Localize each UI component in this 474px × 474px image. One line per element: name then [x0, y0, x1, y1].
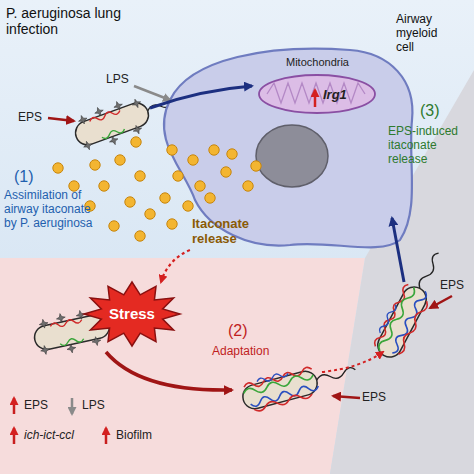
- step-number: (2): [228, 322, 248, 340]
- itaconate-dot: [109, 221, 119, 231]
- mitochondrion: MitochondriaIrg1: [255, 54, 380, 116]
- bacterial-zone: [0, 258, 365, 474]
- itaconate-dot: [173, 171, 183, 181]
- itaconate-dot: [251, 161, 261, 171]
- up-arrow: [314, 90, 317, 107]
- signal-arrow: [150, 86, 252, 108]
- cell-outline: [150, 40, 420, 250]
- mitochondrion-membrane: [259, 75, 375, 113]
- figure-title: P. aeruginosa lung infection: [6, 5, 126, 37]
- step-number: (1): [14, 168, 34, 186]
- bacterium: [370, 245, 452, 362]
- cell-membrane: [164, 49, 412, 248]
- eps-label: EPS: [362, 390, 386, 404]
- itaconate-dot: [243, 181, 253, 191]
- up-arrow: [13, 428, 16, 444]
- trait-label: Biofilm: [116, 428, 152, 442]
- itaconate-dot: [135, 231, 145, 241]
- eps-arrow: [430, 296, 452, 308]
- itaconate-dot: [53, 163, 63, 173]
- itaconate-dot: [195, 181, 205, 191]
- itaconate-dot: [221, 167, 231, 177]
- step-text: Adaptation: [212, 344, 269, 358]
- itaconate-dot: [188, 155, 198, 165]
- lps-label: LPS: [106, 72, 129, 86]
- itaconate-dot: [183, 201, 193, 211]
- down-arrow: [71, 398, 74, 414]
- step-text: Assimilation of airway itaconate by P. a…: [4, 188, 106, 230]
- signal-arrow: [392, 218, 404, 282]
- cell-label: Airway myeloid cell: [396, 12, 456, 54]
- itaconate-dot: [160, 193, 170, 203]
- eps-label: EPS: [18, 110, 42, 124]
- itaconate-dot: [167, 145, 177, 155]
- stress-burst-shape: [84, 282, 180, 346]
- trait-label: EPS: [24, 398, 48, 412]
- gene-label: Irg1: [323, 87, 347, 102]
- eps-arrow: [48, 118, 74, 121]
- gene-cluster-label: ich-ict-ccl: [24, 428, 74, 442]
- up-arrow: [13, 398, 16, 414]
- step-number: (3): [420, 102, 440, 120]
- itaconate-dot: [167, 219, 177, 229]
- myeloid-cell: Airway myeloid cellMitochondriaIrg1: [150, 40, 420, 250]
- organelle-label: Mitochondria: [255, 56, 380, 69]
- nucleus: [256, 125, 328, 187]
- itaconate-dot: [115, 155, 125, 165]
- itaconate-dot: [135, 171, 145, 181]
- itaconate-dot: [125, 197, 135, 207]
- eps-arrow: [333, 396, 360, 398]
- itaconate-dot: [145, 209, 155, 219]
- trait-label: LPS: [82, 398, 105, 412]
- dotted-connector: [161, 250, 190, 282]
- step-text: EPS-induced itaconate release: [388, 124, 470, 166]
- up-arrow: [105, 428, 108, 444]
- itaconate-dot: [205, 193, 215, 203]
- lps-arrow: [134, 86, 170, 100]
- stress-label: Stress: [84, 305, 180, 322]
- itaconate-dot: [90, 160, 100, 170]
- eps-label: EPS: [440, 278, 464, 292]
- itaconate-dot: [227, 149, 237, 159]
- itaconate-dot: [209, 145, 219, 155]
- itaconate-dot: [131, 137, 141, 147]
- release-label: Itaconate release: [192, 216, 292, 246]
- bacterium: [239, 354, 359, 414]
- itaconate-dot: [99, 181, 109, 191]
- dotted-arrow: [322, 352, 383, 372]
- stress-burst: Stress: [84, 282, 180, 346]
